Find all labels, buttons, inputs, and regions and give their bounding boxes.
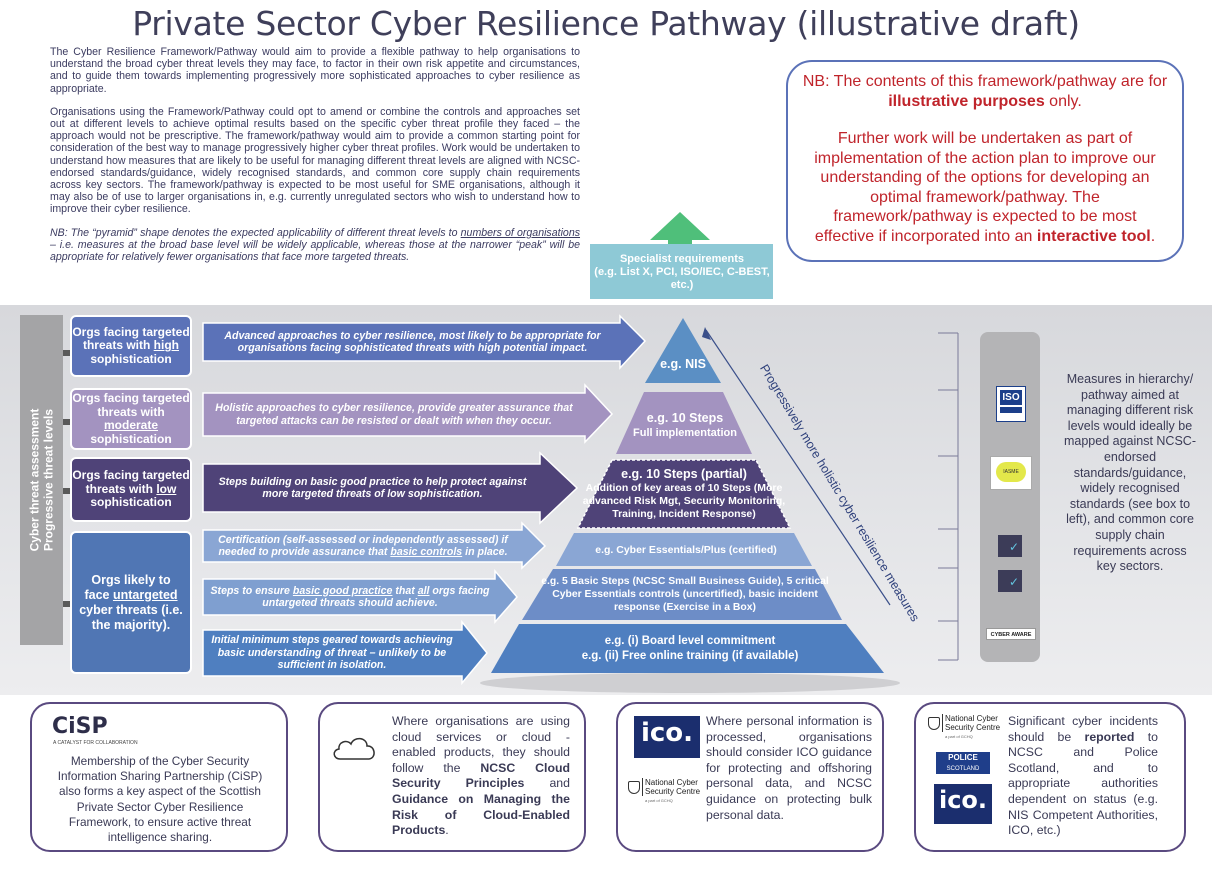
specialist-text: Specialist requirements (e.g. List X, PC… [594,252,770,291]
org-box-moderate: Orgs facing targeted threats with modera… [70,388,192,450]
threat-assessment-label: Cyber threat assessment Progressive thre… [27,408,56,552]
ico-logo: ico.Information Commissioner's Office [634,716,700,803]
arrow-2-text: Holistic approaches to cyber resilience,… [215,402,573,427]
arrow-6-text: Initial minimum steps geared towards ach… [211,634,453,672]
ico-text: Where personal information is processed,… [706,714,872,822]
iasme-badge: IASME [990,456,1032,490]
intro-paragraph-1: The Cyber Resilience Framework/Pathway w… [50,46,580,95]
nb-line-2: Further work will be undertaken as part … [814,130,1156,245]
org-box-untargeted: Orgs likely to face untargeted cyber thr… [70,531,192,674]
cyber-aware-badge: CYBER AWARE [986,628,1036,640]
ico-box: ico.Information Commissioner's Office Na… [616,702,884,852]
connector-high [63,350,75,356]
cloud-box: Where organisations are using cloud serv… [318,702,586,852]
diagonal-arrowhead [702,327,711,340]
cisp-box: CiSP A CATALYST FOR COLLABORATION Member… [30,702,288,852]
pyramid-cert-text: e.g. Cyber Essentials/Plus (certified) [595,544,777,556]
page-title: Private Sector Cyber Resilience Pathway … [132,4,1080,43]
diagonal-line [705,329,891,606]
pyramid-layer-base [491,624,884,673]
arrow-3-text: Steps building on basic good practice to… [218,475,527,501]
cyber-essentials-badge: ✓ [998,535,1022,557]
arrow-5-text: Steps to ensure basic good practice that… [210,584,490,610]
threat-assessment-bar [20,315,63,645]
ico-logo-small: ico.Information Commissioner's Office [934,784,992,866]
intro-paragraph-2: Organisations using the Framework/Pathwa… [50,105,580,216]
pyramid-shadow [480,673,900,693]
intro-text: The Cyber Resilience Framework/Pathway w… [50,46,580,274]
connector-moderate [63,419,75,425]
connector-low [63,488,75,494]
arrow-4-text: Certification (self-assessed or independ… [218,533,508,559]
cloud-text: Where organisations are using cloud serv… [392,714,570,838]
nb-box: NB: The contents of this framework/pathw… [786,60,1184,262]
pyramid-basic-text: e.g. 5 Basic Steps (NCSC Small Business … [541,575,829,613]
pyramid-layer-basic [522,569,842,620]
specialist-box [590,244,773,299]
crest-icon [928,716,940,730]
pyramid-layer-partial [576,459,792,529]
arrow-1-shape [202,314,647,370]
pyramid-full-text: e.g. 10 Steps Full implementation [633,411,737,439]
pyramid-partial-text: e.g. 10 Steps (partial) Addition of key … [582,467,786,520]
arrow-1-text: Advanced approaches to cyber resilience,… [224,329,601,355]
pyramid-base-text: e.g. (i) Board level commitment e.g. (ii… [581,635,799,662]
iso-badge: ISO [996,386,1026,422]
org-box-high: Orgs facing targeted threats with high s… [70,315,192,377]
arrow-3-shape [202,451,579,525]
right-explanation-text: Measures in hierarchy/ pathway aimed at … [1063,372,1196,574]
incident-text: Significant cyber incidents should be re… [1008,714,1158,838]
pyramid-layer-cert [556,533,812,566]
pyramid-nis-text: e.g. NIS [660,357,706,371]
green-up-arrow [650,212,710,244]
cisp-text: Membership of the Cyber Security Informa… [57,754,263,845]
crest-icon [628,780,640,794]
arrow-6-shape [202,619,488,686]
bracket-lines [938,332,959,661]
org-box-low: Orgs facing targeted threats with low so… [70,457,192,522]
intro-paragraph-nb: NB: The “pyramid” shape denotes the expe… [50,226,581,264]
cisp-logo: CiSP [52,714,108,739]
connector-untargeted [63,601,75,607]
arrow-5-shape [202,568,518,624]
cyber-essentials-plus-badge: ✓ [998,570,1022,592]
arrow-2-shape [202,383,614,444]
cloud-icon [333,737,375,760]
standards-panel: ISO IASME ✓ ✓ CYBER AWARE [980,332,1040,662]
pyramid-layer-nis [645,318,721,383]
cisp-tagline: A CATALYST FOR COLLABORATION [53,740,138,746]
pyramid-layer-full [616,392,752,454]
nb-line-1: NB: The contents of this framework/pathw… [802,73,1168,110]
arrow-4-shape [202,521,547,570]
